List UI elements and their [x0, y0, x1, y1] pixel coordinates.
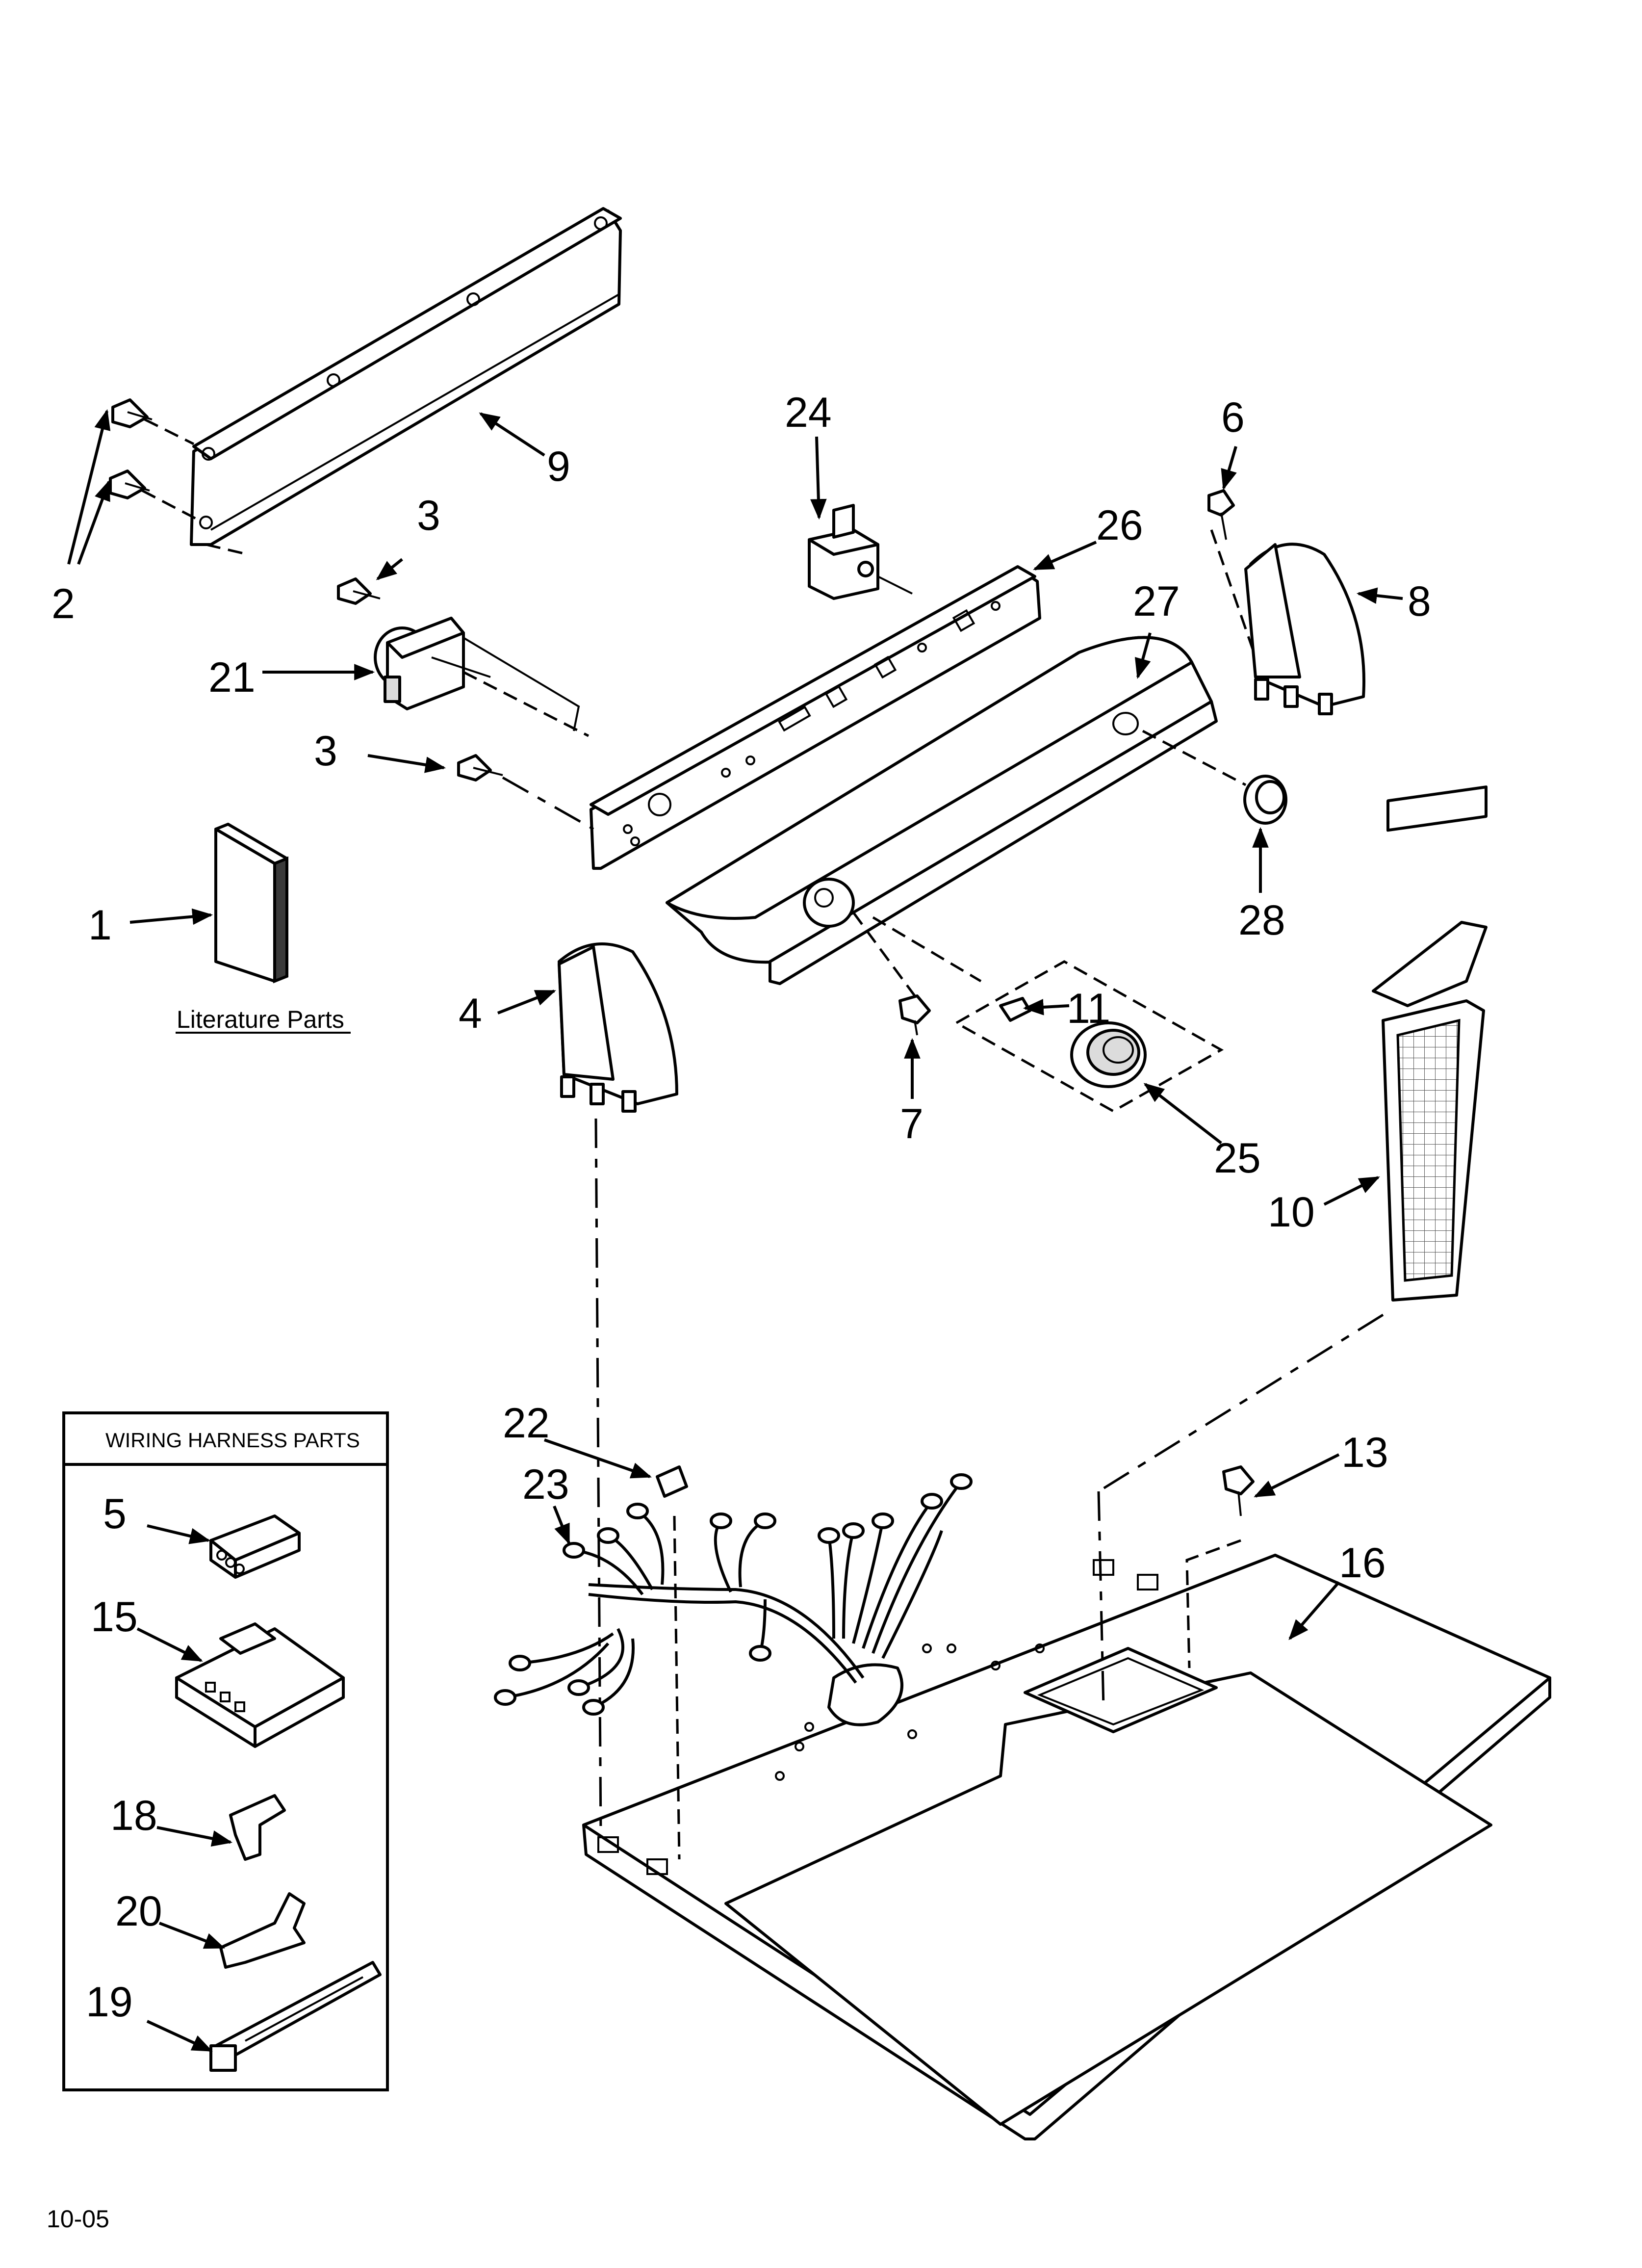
screw-part-2-lower [109, 469, 150, 499]
terminal-part-20 [219, 1892, 306, 1969]
knob-part-28 [1243, 775, 1287, 825]
callout-2: 2 [51, 580, 75, 627]
callout-24: 24 [785, 389, 832, 436]
callout-16: 16 [1339, 1539, 1386, 1587]
knob-part-25 [1070, 1021, 1147, 1088]
wiring-box-title: WIRING HARNESS PARTS [105, 1429, 360, 1452]
callout-11: 11 [1067, 985, 1110, 1032]
callout-23: 23 [522, 1461, 569, 1508]
end-cap-part-8 [1210, 529, 1365, 715]
callout-13: 13 [1341, 1429, 1388, 1476]
end-cap-part-4 [558, 942, 678, 1113]
revision-code: 10-05 [47, 2205, 109, 2233]
screw-part-2-upper [111, 398, 153, 428]
screw-part-3-upper [337, 577, 381, 605]
screw-part-7 [898, 994, 931, 1036]
console-part-27 [666, 636, 1247, 1007]
callout-27: 27 [1133, 578, 1180, 625]
screw-part-13 [1222, 1465, 1255, 1516]
lint-screen-part-10 [1372, 785, 1488, 1302]
callout-8: 8 [1408, 578, 1431, 625]
switch-part-24 [808, 504, 913, 600]
connector-part-5 [209, 1514, 301, 1579]
callout-5: 5 [103, 1490, 127, 1538]
callout-7: 7 [900, 1100, 924, 1147]
callout-25: 25 [1214, 1135, 1261, 1182]
wiring-harness-part-23 [494, 1473, 973, 1716]
callout-28: 28 [1238, 897, 1285, 944]
literature-part-1 [214, 823, 288, 984]
callout-19: 19 [86, 1979, 133, 2026]
clip-part-18 [229, 1794, 286, 1861]
console-bracket-part-26 [590, 565, 1041, 870]
callout-20: 20 [115, 1888, 162, 1935]
callout-9: 9 [547, 443, 570, 490]
tie-part-19 [209, 1961, 382, 2072]
literature-caption: Literature Parts [177, 1006, 344, 1033]
callout-10: 10 [1268, 1189, 1315, 1236]
clip-part-22 [656, 1465, 688, 1498]
leader-lines [67, 409, 1403, 2052]
timer-part-21 [374, 617, 590, 737]
rear-panel-part-9 [141, 207, 622, 556]
connector-part-15 [175, 1622, 345, 1748]
screw-part-3-lower [457, 754, 594, 831]
callout-3-upper: 3 [417, 492, 440, 539]
callout-6: 6 [1221, 394, 1245, 441]
callout-4: 4 [459, 990, 482, 1037]
callout-3-lower: 3 [314, 728, 337, 775]
callout-22: 22 [503, 1400, 550, 1447]
knob-assembly-box [953, 960, 1224, 1113]
callout-labels: 9 2 3 21 3 1 4 24 26 27 6 8 28 11 7 25 1… [51, 389, 1431, 2026]
wiring-harness-parts-box [62, 1411, 389, 2091]
callout-26: 26 [1096, 502, 1143, 549]
callout-18: 18 [110, 1792, 157, 1839]
top-panel-part-16 [582, 1118, 1551, 2140]
callout-21: 21 [208, 654, 256, 701]
screw-part-6 [1207, 489, 1235, 540]
callout-1: 1 [88, 902, 112, 949]
callout-15: 15 [91, 1593, 138, 1641]
